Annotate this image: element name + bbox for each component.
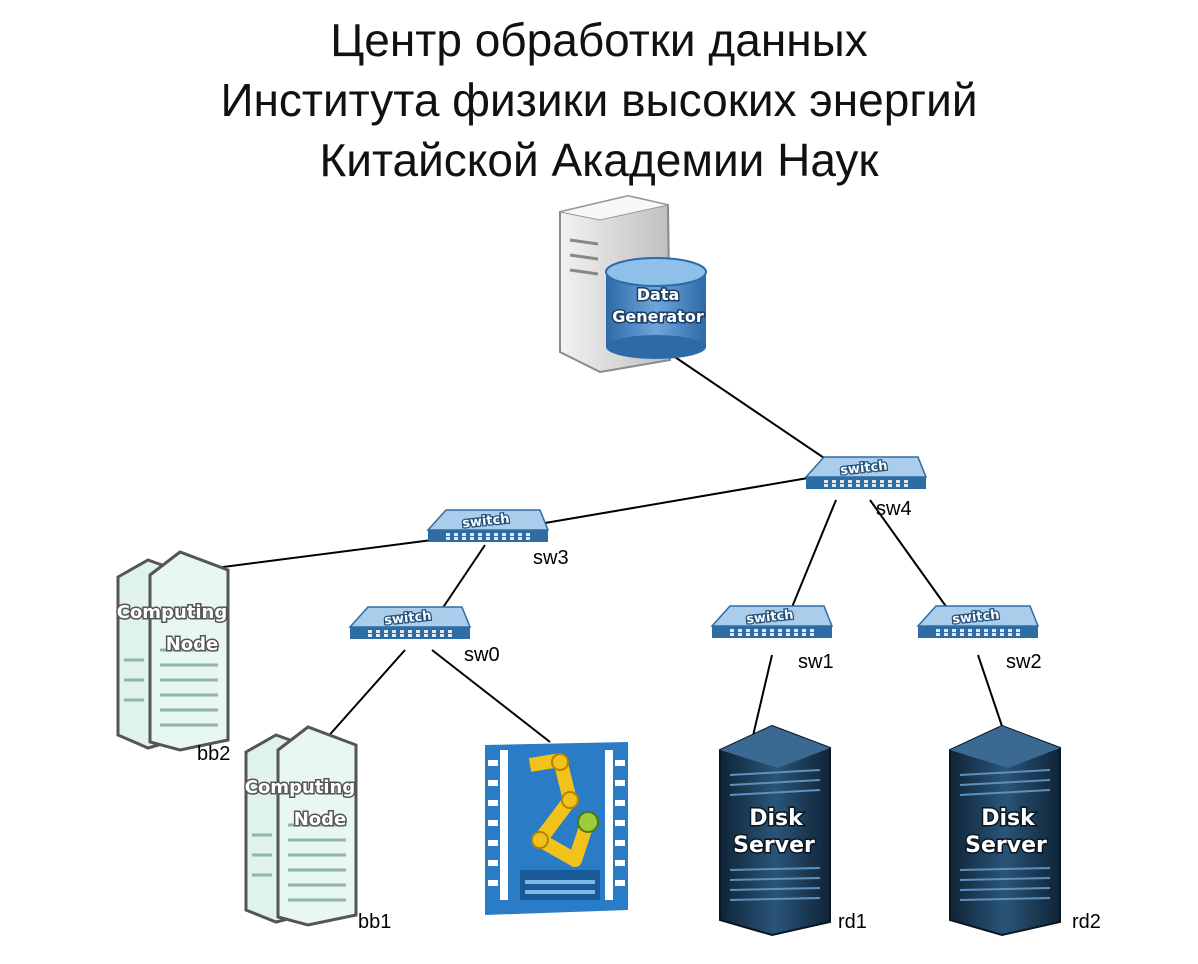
label-sw0: sw0	[464, 644, 500, 666]
title-line-2: Института физики высоких энергий	[220, 74, 978, 126]
diagram-title: Центр обработки данных Института физики …	[0, 10, 1198, 190]
disk-server-rd2-icon: Disk Server	[949, 724, 1061, 937]
computing-node-bb2-icon: Computing Node	[115, 550, 230, 752]
label-bb1: bb1	[358, 911, 391, 933]
switch-sw0-icon: switch	[348, 606, 472, 639]
bb2-label-bottom: Node	[166, 634, 219, 655]
link-sw4-sw3	[544, 477, 809, 524]
switch-sw4-text: switch	[840, 459, 889, 479]
link-sw1-rd1	[751, 654, 773, 741]
link-sw0-bb1	[324, 649, 406, 741]
link-sw4-sw1	[789, 499, 837, 613]
switch-sw0-text: switch	[384, 609, 433, 629]
generator-label-top: Data	[637, 285, 680, 304]
label-rd2: rd2	[1072, 911, 1101, 933]
label-sw3: sw3	[533, 547, 569, 569]
label-rd1: rd1	[838, 911, 867, 933]
bb2-label-top: Computing	[117, 602, 228, 623]
label-sw1: sw1	[798, 651, 834, 673]
link-sw3-bb2	[199, 539, 433, 571]
switch-sw3-text: switch	[462, 512, 511, 532]
rd1-label-bottom: Server	[733, 833, 815, 858]
data-generator-icon: Data Generator	[559, 194, 707, 374]
disk-server-rd1-icon: Disk Server	[719, 724, 831, 937]
link-generator-sw4	[671, 354, 831, 463]
switch-sw1-icon: switch	[710, 605, 834, 638]
generator-label-bottom: Generator	[612, 307, 704, 326]
switch-sw2-text: switch	[952, 608, 1001, 628]
switch-sw3-icon: switch	[426, 509, 550, 542]
bb1-label-top: Computing	[245, 777, 356, 798]
switch-sw1-text: switch	[746, 608, 795, 628]
bb1-label-bottom: Node	[294, 809, 347, 830]
link-sw3-sw0	[439, 544, 486, 613]
title-line-1: Центр обработки данных	[330, 14, 868, 66]
rd2-label-top: Disk	[981, 806, 1036, 831]
connections	[199, 354, 1006, 743]
link-sw2-rd2	[977, 654, 1006, 736]
rd2-label-bottom: Server	[965, 833, 1047, 858]
switch-sw2-icon: switch	[916, 605, 1040, 638]
label-sw2: sw2	[1006, 651, 1042, 673]
title-line-3: Китайской Академии Наук	[319, 134, 879, 186]
label-sw4: sw4	[876, 498, 912, 520]
computing-node-bb1-icon: Computing Node	[243, 725, 358, 927]
label-bb2: bb2	[197, 743, 230, 765]
rd1-label-top: Disk	[749, 806, 804, 831]
switch-sw4-icon: switch	[804, 456, 928, 489]
link-sw0-robot	[431, 649, 551, 743]
robot-arm-icon	[485, 742, 628, 915]
link-sw4-sw2	[869, 499, 951, 613]
